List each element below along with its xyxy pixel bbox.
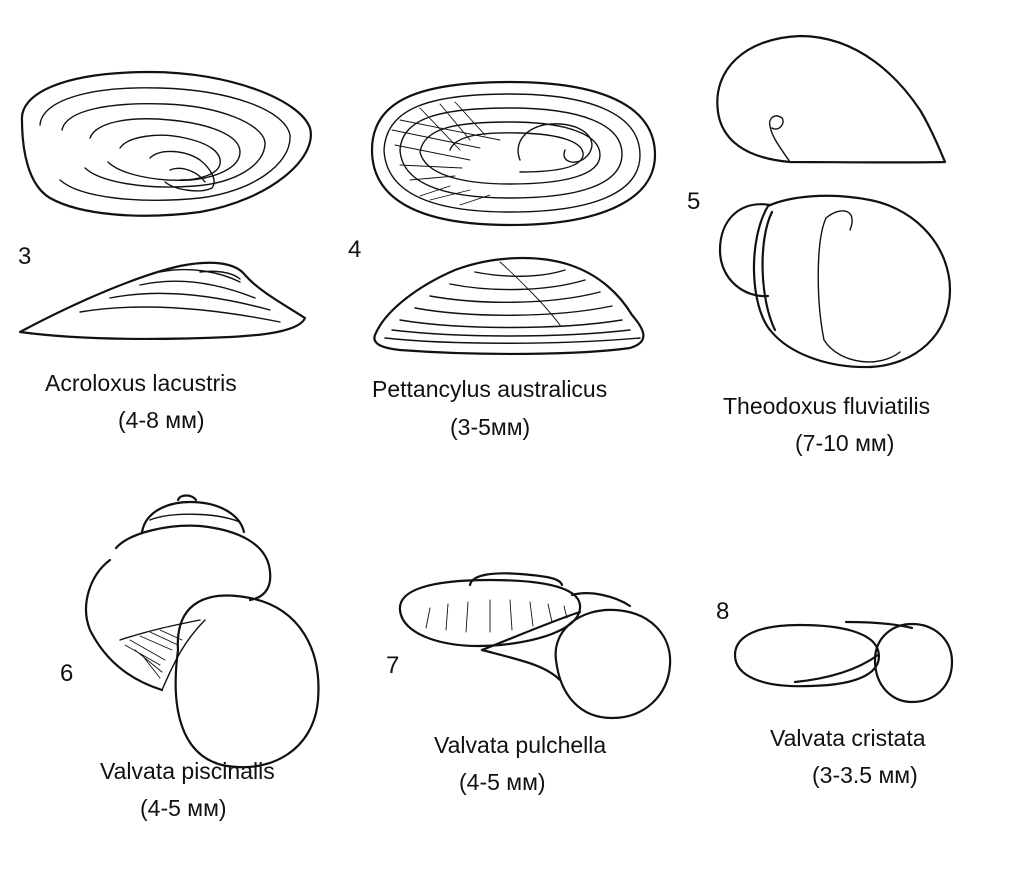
species-name-6: Valvata piscinalis — [100, 758, 275, 784]
specimen-number-5: 5 — [687, 188, 701, 215]
species-name-5: Theodoxus fluviatilis — [723, 393, 931, 419]
valvata-cristata-shell — [733, 620, 954, 704]
theodoxus-side-view — [718, 194, 952, 369]
species-size-6: (4-5 мм) — [140, 795, 227, 821]
species-name-7: Valvata pulchella — [434, 732, 607, 758]
specimen-number-8: 8 — [716, 598, 730, 625]
valvata-piscinalis-shell — [85, 494, 320, 769]
species-name-4: Pettancylus australicus — [372, 376, 608, 402]
acroloxus-side-view — [18, 261, 307, 340]
species-size-4: (3-5мм) — [450, 414, 531, 440]
pettancylus-side-view — [373, 256, 645, 356]
valvata-pulchella-shell — [398, 572, 672, 720]
species-size-5: (7-10 мм) — [795, 430, 895, 456]
specimen-number-6: 6 — [60, 660, 74, 687]
acroloxus-top-view — [20, 70, 312, 217]
specimen-number-4: 4 — [348, 236, 362, 263]
species-size-3: (4-8 мм) — [118, 407, 205, 433]
species-name-3: Acroloxus lacustris — [45, 370, 237, 396]
species-size-8: (3-3.5 мм) — [812, 762, 918, 788]
species-size-7: (4-5 мм) — [459, 769, 546, 795]
pettancylus-top-view — [370, 80, 657, 227]
species-name-8: Valvata cristata — [770, 725, 926, 751]
theodoxus-top-view — [716, 34, 947, 164]
specimen-number-3: 3 — [18, 243, 32, 270]
specimen-number-7: 7 — [386, 652, 400, 679]
